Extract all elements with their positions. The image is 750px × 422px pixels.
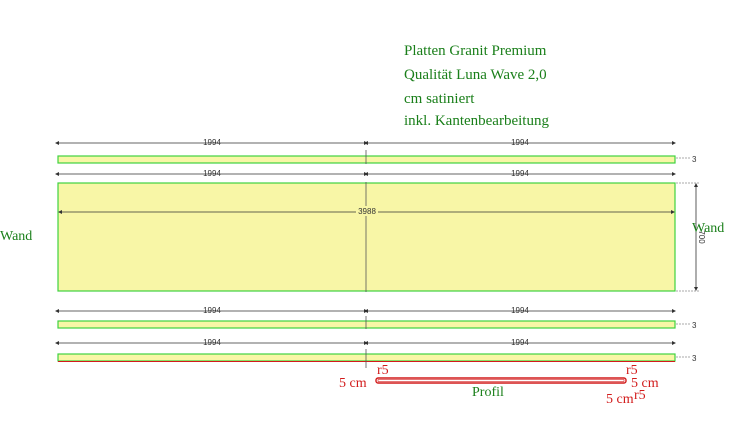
- svg-text:3: 3: [692, 354, 697, 363]
- profile-radius-right-top: r5: [626, 363, 638, 378]
- slab-strip-2: 1994 1994 3: [55, 306, 697, 330]
- note-line-3: cm satiniert: [404, 91, 475, 107]
- dim-main-total: 3988: [358, 207, 376, 216]
- dim-main-left: 1994: [203, 169, 221, 178]
- wall-label-left: Wand: [0, 229, 33, 244]
- note-line-2: Qualität Luna Wave 2,0: [404, 67, 547, 83]
- slab-strip-3: 1994 1994 3: [55, 338, 697, 368]
- profile-radius-right-bottom: r5: [634, 388, 646, 403]
- profile-radius-left: r5: [377, 363, 389, 378]
- dim-strip-1-left: 1994: [203, 138, 221, 147]
- dim-strip-2-right: 1994: [511, 306, 529, 315]
- slab-main: 1994 1994 3988 700: [55, 169, 706, 292]
- svg-text:3: 3: [692, 321, 697, 330]
- dim-strip-2-left: 1994: [203, 306, 221, 315]
- edge-profile: r5 r5 r5 5 cm 5 cm 5 cm Profil: [339, 363, 659, 407]
- profile-height-left: 5 cm: [339, 376, 367, 391]
- dim-main-depth: 700: [697, 230, 706, 244]
- profile-label: Profil: [472, 385, 504, 400]
- dim-strip-3-right: 1994: [511, 338, 529, 347]
- profile-height-right: 5 cm: [631, 376, 659, 391]
- svg-text:3: 3: [692, 155, 697, 164]
- note-line-1: Platten Granit Premium: [404, 43, 547, 59]
- dim-strip-3-left: 1994: [203, 338, 221, 347]
- dim-main-right: 1994: [511, 169, 529, 178]
- wall-label-right: Wand: [692, 221, 725, 236]
- profile-height-bottom: 5 cm: [606, 392, 634, 407]
- dim-strip-1-right: 1994: [511, 138, 529, 147]
- note-line-4: inkl. Kantenbearbeitung: [404, 113, 549, 129]
- slab-strip-1: 1994 1994 3: [55, 138, 697, 164]
